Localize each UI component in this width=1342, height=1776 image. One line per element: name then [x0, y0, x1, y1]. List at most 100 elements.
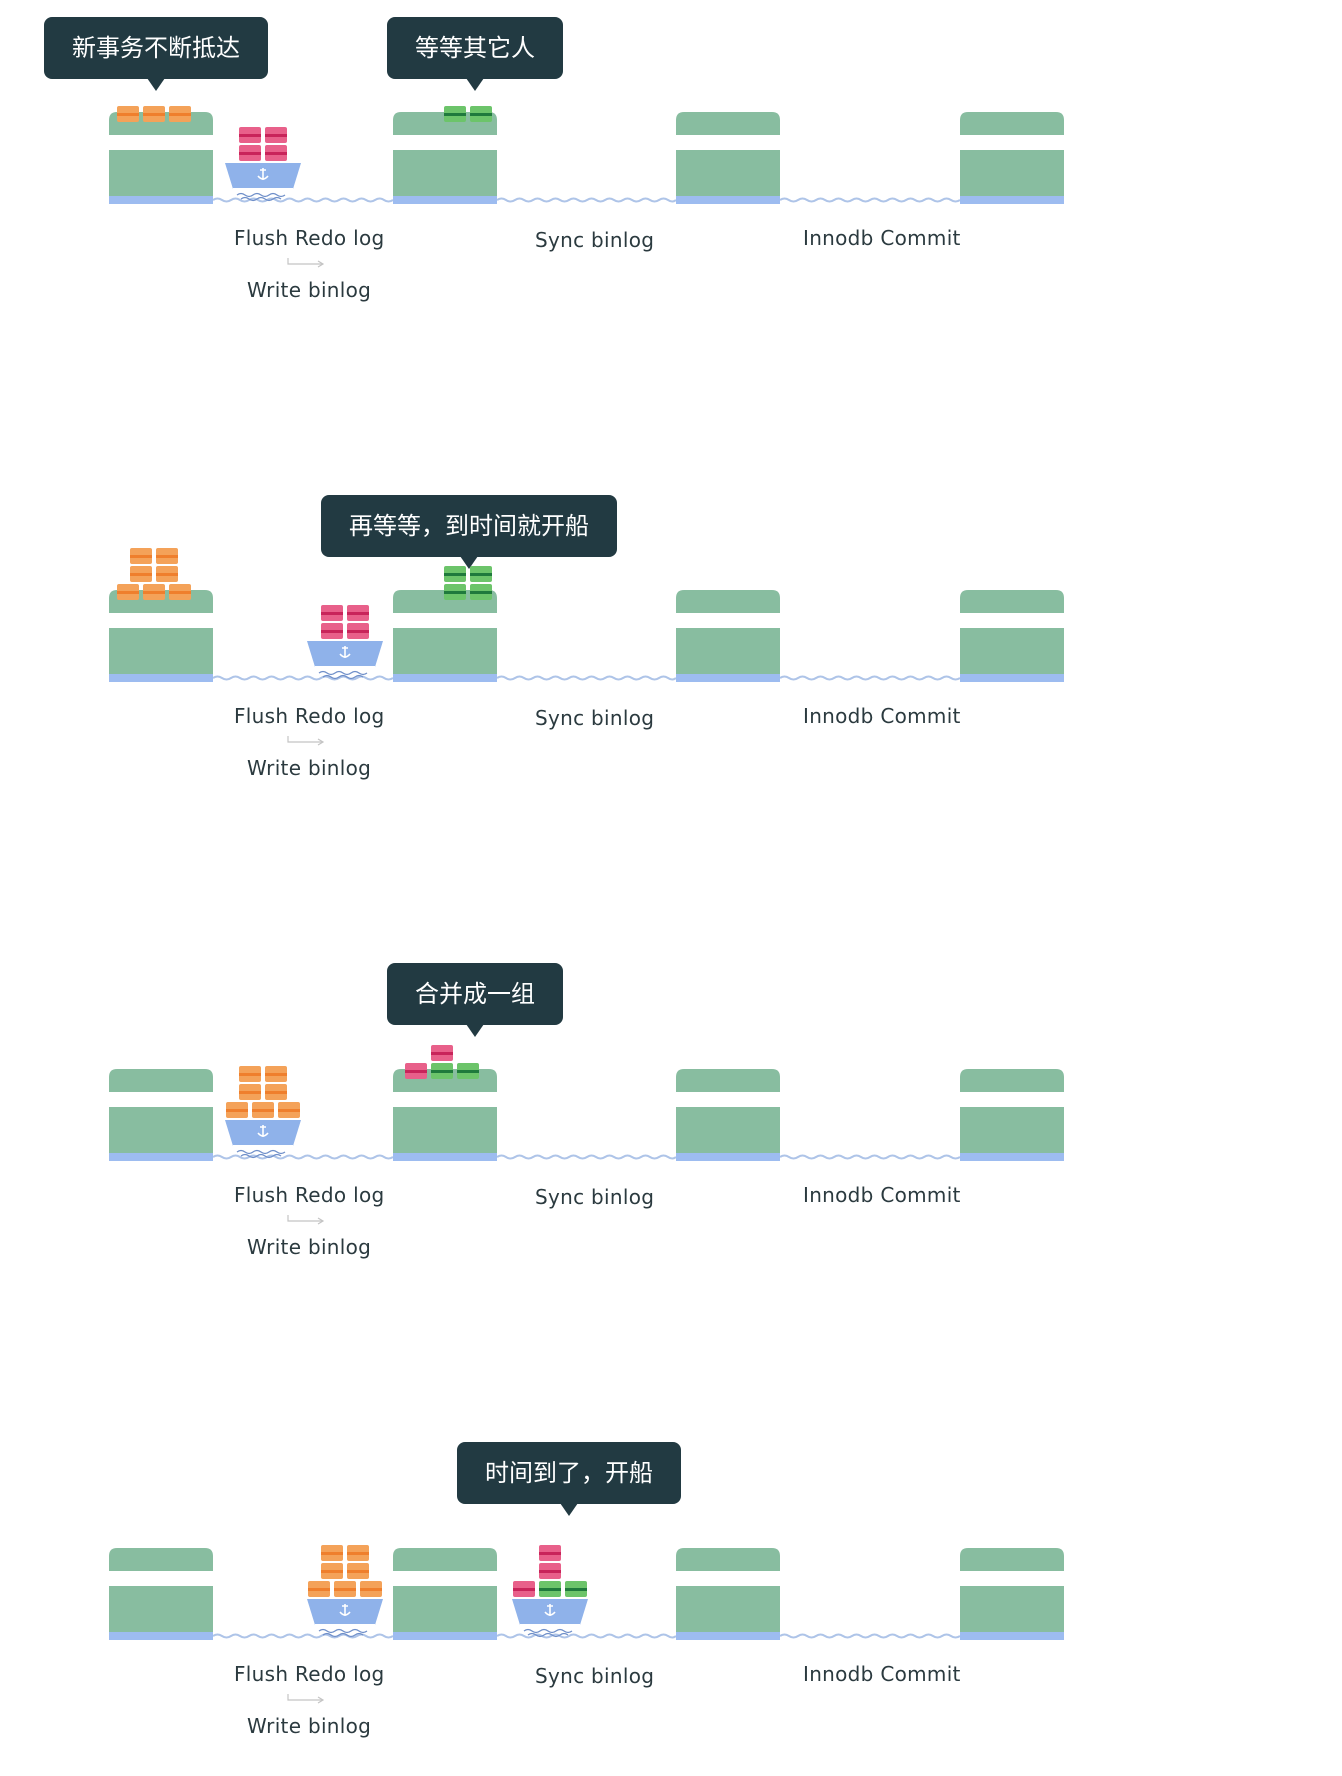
crate-icon [239, 1084, 261, 1100]
dock-icon [676, 112, 780, 204]
water-line [779, 675, 961, 681]
panel-2: 再等等，到时间就开船 Flush Redo log Write binlog S… [0, 478, 1342, 818]
crate-icon [278, 1102, 300, 1118]
crate-icon [347, 605, 369, 621]
speech-bubble: 新事务不断抵达 [44, 17, 268, 91]
crate-icon [239, 127, 261, 143]
ship-wave [527, 1632, 569, 1638]
crate-icon [252, 1102, 274, 1118]
water-line [212, 675, 394, 681]
crate-icon [405, 1063, 427, 1079]
ship-icon [307, 1599, 383, 1638]
crate-icon [239, 1066, 261, 1082]
anchor-icon [339, 646, 351, 658]
crate-icon [513, 1581, 535, 1597]
crate-icon [470, 566, 492, 582]
pipeline-scene [109, 1045, 1064, 1225]
crate-icon [308, 1581, 330, 1597]
panel-3: 合并成一组 Flush Redo log Write binlog Sync b… [0, 957, 1342, 1297]
ship-icon [512, 1599, 588, 1638]
anchor-icon [257, 168, 269, 180]
crate-icon [565, 1581, 587, 1597]
innodb-commit-label: Innodb Commit [803, 704, 961, 728]
crate-icon [539, 1563, 561, 1579]
crate-icon [444, 584, 466, 600]
ship-wave [322, 674, 364, 680]
dock-icon [393, 590, 497, 682]
ship-wave [240, 1153, 282, 1159]
crate-icon [239, 145, 261, 161]
pipeline-scene [109, 548, 1064, 746]
crate-icon [431, 1063, 453, 1079]
crate-icon [360, 1581, 382, 1597]
crate-icon [156, 548, 178, 564]
crate-icon [265, 1084, 287, 1100]
sync-binlog-label: Sync binlog [535, 228, 655, 252]
water-line [212, 197, 394, 203]
sync-binlog-label: Sync binlog [535, 1664, 655, 1688]
arrow-icon [287, 736, 325, 746]
crate-icon [226, 1102, 248, 1118]
crate-icon [117, 584, 139, 600]
crate-icon [334, 1581, 356, 1597]
write-binlog-label: Write binlog [247, 756, 372, 780]
write-binlog-label: Write binlog [247, 1714, 372, 1738]
crate-icon [431, 1045, 453, 1061]
crate-icon [265, 1066, 287, 1082]
innodb-commit-label: Innodb Commit [803, 1662, 961, 1686]
crate-icon [143, 106, 165, 122]
crate-icon [169, 106, 191, 122]
arrow-icon [287, 1215, 325, 1225]
sync-binlog-label: Sync binlog [535, 706, 655, 730]
innodb-commit-label: Innodb Commit [803, 226, 961, 250]
dock-icon [393, 1548, 497, 1640]
flush-redo-log-label: Flush Redo log [234, 1183, 385, 1207]
crate-icon [321, 1563, 343, 1579]
crate-icon [347, 623, 369, 639]
speech-bubble: 时间到了，开船 [457, 1442, 681, 1516]
speech-bubble: 等等其它人 [387, 17, 563, 91]
ship-wave [236, 1149, 286, 1155]
water-line [496, 1154, 677, 1160]
crate-icon [347, 1563, 369, 1579]
crate-icon [321, 623, 343, 639]
write-binlog-label: Write binlog [247, 1235, 372, 1259]
crate-icon [117, 106, 139, 122]
panel-1: 新事务不断抵达 等等其它人 Flush Redo log Write binlo… [0, 0, 1342, 340]
ship-wave [318, 670, 368, 676]
crate-icon [539, 1581, 561, 1597]
dock-icon [393, 112, 497, 204]
anchor-icon [544, 1604, 556, 1616]
arrow-icon [287, 1694, 325, 1704]
dock-icon [960, 1069, 1064, 1161]
ship-wave [523, 1628, 573, 1634]
dock-icon [393, 1069, 497, 1161]
water-line [496, 1633, 677, 1639]
flush-redo-log-label: Flush Redo log [234, 1662, 385, 1686]
dock-icon [960, 1548, 1064, 1640]
crate-icon [444, 566, 466, 582]
arrow-icon [287, 258, 325, 268]
crate-icon [347, 1545, 369, 1561]
water-line [496, 197, 677, 203]
anchor-icon [339, 1604, 351, 1616]
ship-icon [225, 163, 301, 202]
dock-icon [960, 112, 1064, 204]
dock-icon [109, 590, 213, 682]
water-line [212, 1633, 394, 1639]
ship-icon [307, 641, 383, 680]
water-line [779, 197, 961, 203]
flush-redo-log-label: Flush Redo log [234, 704, 385, 728]
dock-icon [676, 590, 780, 682]
ship-wave [318, 1628, 368, 1634]
dock-icon [676, 1548, 780, 1640]
dock-icon [676, 1069, 780, 1161]
crate-icon [156, 566, 178, 582]
dock-icon [960, 590, 1064, 682]
crate-icon [130, 566, 152, 582]
water-line [212, 1154, 394, 1160]
dock-icon [109, 1548, 213, 1640]
ship-wave [236, 192, 286, 198]
flush-redo-log-label: Flush Redo log [234, 226, 385, 250]
innodb-commit-label: Innodb Commit [803, 1183, 961, 1207]
